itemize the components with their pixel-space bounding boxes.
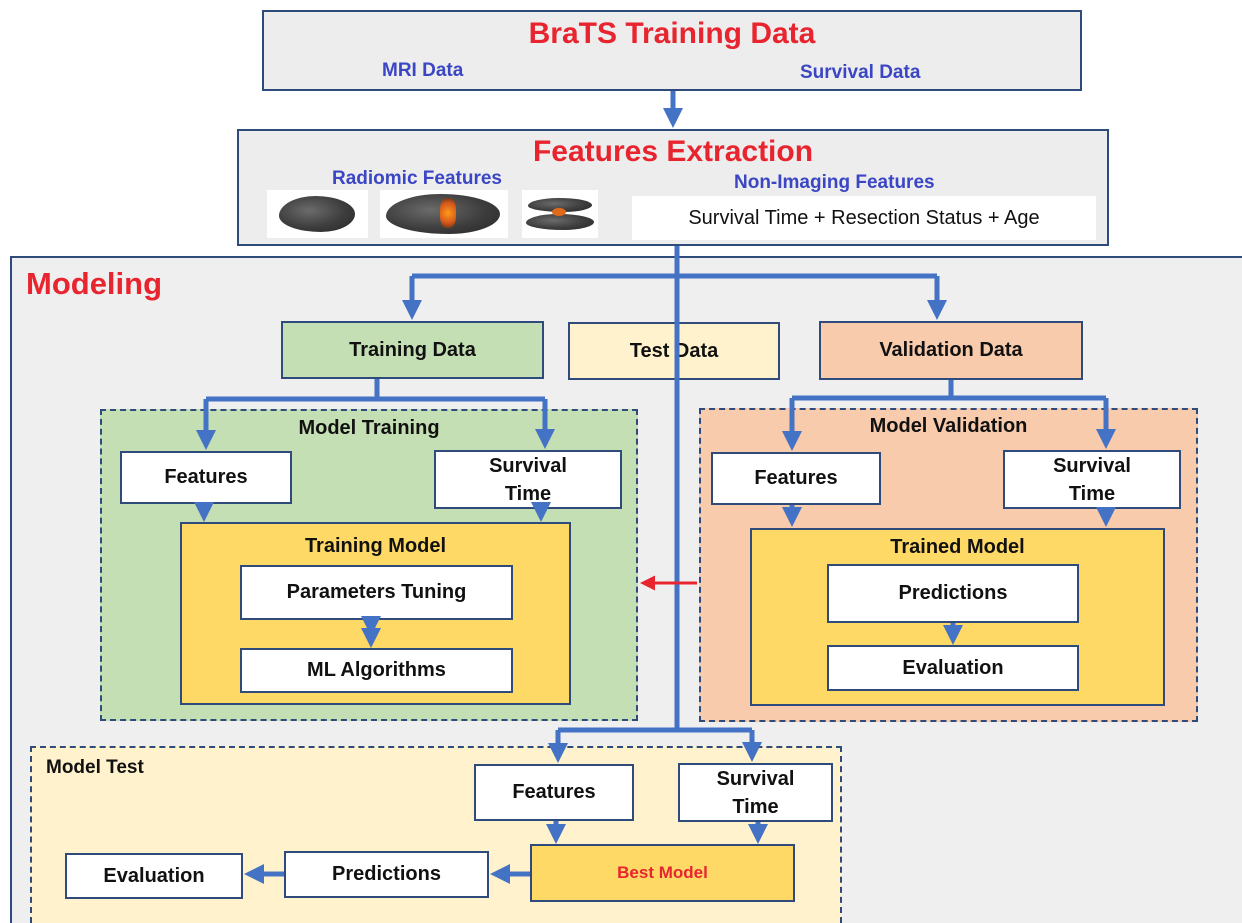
model-test-title: Model Test <box>46 757 144 778</box>
test-data-box: Test Data <box>568 322 780 380</box>
trained-model-title: Trained Model <box>890 535 1025 558</box>
survival-data-label: Survival Data <box>800 62 921 83</box>
radiomic-features-label: Radiomic Features <box>332 168 502 189</box>
ml-algorithms-box: ML Algorithms <box>240 648 513 693</box>
brats-training-data-box <box>262 10 1082 91</box>
validation-features-box: Features <box>711 452 881 505</box>
test-features-box: Features <box>474 764 634 821</box>
training-model-title: Training Model <box>304 534 447 557</box>
non-imaging-features-label: Non-Imaging Features <box>734 172 935 193</box>
test-survival-time-box: Survival Time <box>678 763 833 822</box>
validation-evaluation-box: Evaluation <box>827 645 1079 691</box>
test-evaluation-box: Evaluation <box>65 853 243 899</box>
validation-data-box: Validation Data <box>819 321 1083 380</box>
non-imaging-features-list: Survival Time + Resection Status + Age <box>632 196 1096 240</box>
model-validation-title: Model Validation <box>869 414 1028 437</box>
brain-image-1 <box>267 190 368 238</box>
brats-title: BraTS Training Data <box>528 17 816 50</box>
brain-image-3 <box>522 190 598 238</box>
test-predictions-box: Predictions <box>284 851 489 898</box>
training-data-box: Training Data <box>281 321 544 379</box>
validation-survival-time-box: Survival Time <box>1003 450 1181 509</box>
training-survival-time-box: Survival Time <box>434 450 622 509</box>
features-extraction-title: Features Extraction <box>532 135 814 168</box>
best-model-box: Best Model <box>530 844 795 902</box>
training-features-box: Features <box>120 451 292 504</box>
modeling-title: Modeling <box>26 266 163 301</box>
model-training-title: Model Training <box>298 416 440 439</box>
validation-predictions-box: Predictions <box>827 564 1079 623</box>
brain-image-2 <box>380 190 508 238</box>
mri-data-label: MRI Data <box>382 60 464 81</box>
